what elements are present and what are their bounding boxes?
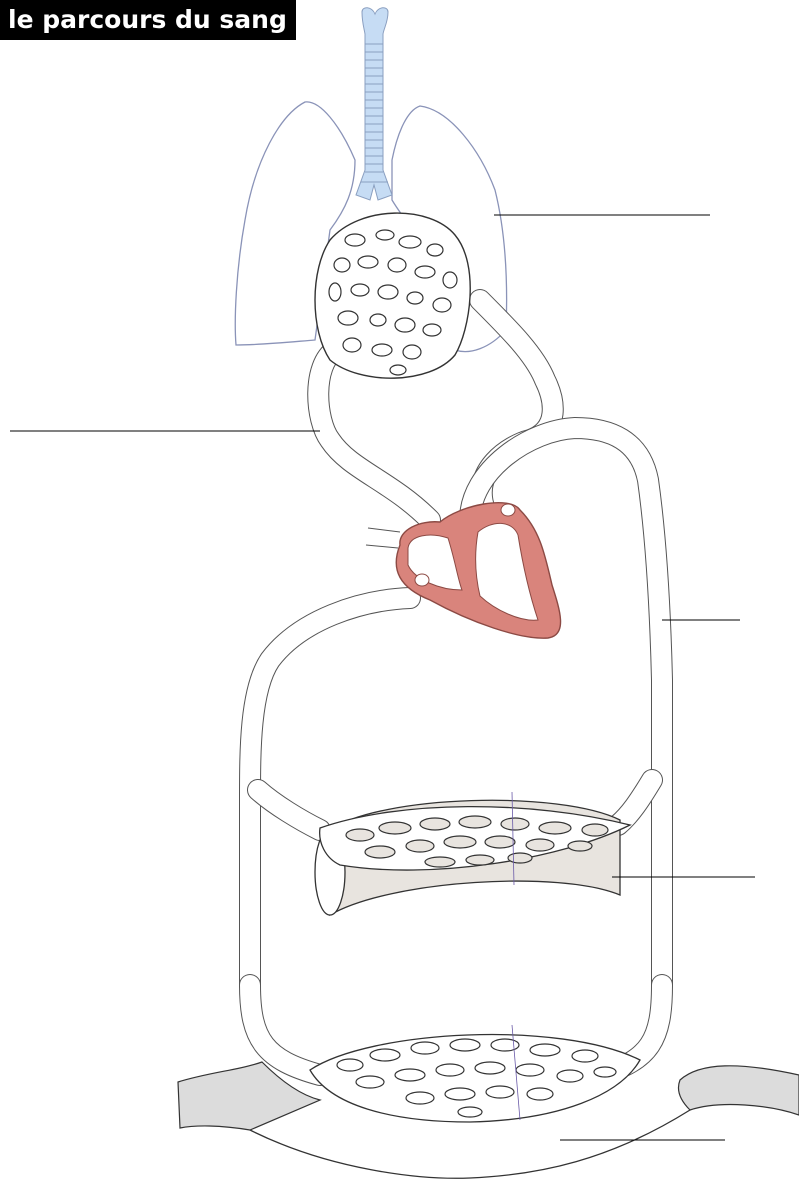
- trachea-icon: [356, 8, 392, 200]
- heart-icon: [366, 503, 561, 638]
- muscle-icon: [315, 792, 630, 915]
- blood-vessels: [250, 300, 662, 1075]
- lung-capillary-bed: [315, 213, 470, 378]
